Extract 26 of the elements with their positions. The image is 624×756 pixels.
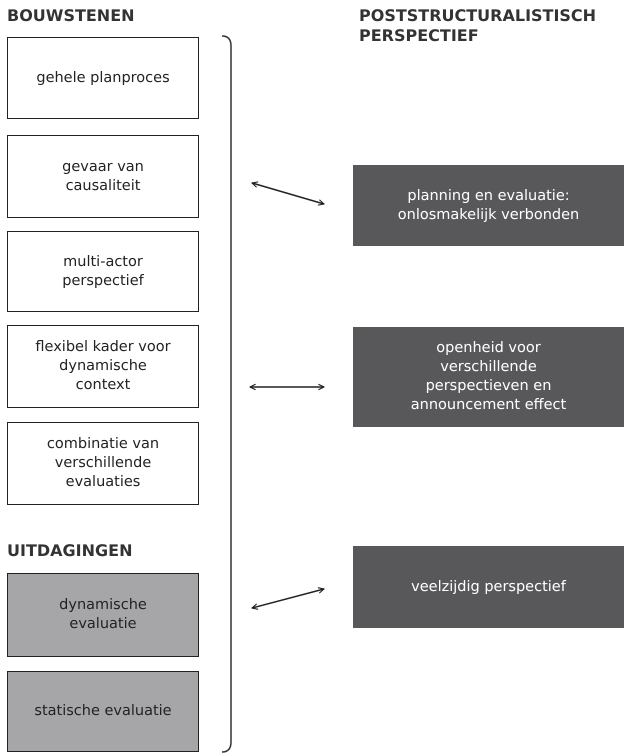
box-text: gevaar van causaliteit xyxy=(61,158,145,196)
building-block-box xyxy=(7,231,199,312)
box-text: veelzijdig perspectief xyxy=(411,578,566,596)
challenge-box xyxy=(7,671,199,752)
section-heading: POSTSTRUCTURALISTISCH PERSPECTIEF xyxy=(359,6,598,46)
perspective-box xyxy=(353,327,624,427)
section-heading: BOUWSTENEN xyxy=(7,6,136,26)
box-text: multi-actor perspectief xyxy=(61,252,145,290)
double-arrow xyxy=(251,587,325,610)
building-block-box xyxy=(7,37,199,119)
box-text: combinatie van verschillende evaluaties xyxy=(46,435,160,492)
box-text: flexibel kader voor dynamische context xyxy=(34,338,172,395)
section-heading: UITDAGINGEN xyxy=(7,541,134,561)
building-block-box xyxy=(7,135,199,218)
building-block-box xyxy=(7,325,199,408)
double-arrow xyxy=(251,181,325,206)
box-text: planning en evaluatie: onlosmakelijk verbonden xyxy=(396,186,580,224)
building-block-box xyxy=(7,422,199,505)
box-text: openheid voor verschillende perspectieven en announcement effect xyxy=(410,339,568,415)
challenge-box xyxy=(7,573,199,657)
box-text: dynamische evaluatie xyxy=(58,596,148,634)
double-arrow xyxy=(249,384,325,390)
perspective-box xyxy=(353,546,624,628)
perspective-box xyxy=(353,165,624,246)
box-text: statische evaluatie xyxy=(34,702,172,721)
box-text: gehele planproces xyxy=(36,68,170,88)
